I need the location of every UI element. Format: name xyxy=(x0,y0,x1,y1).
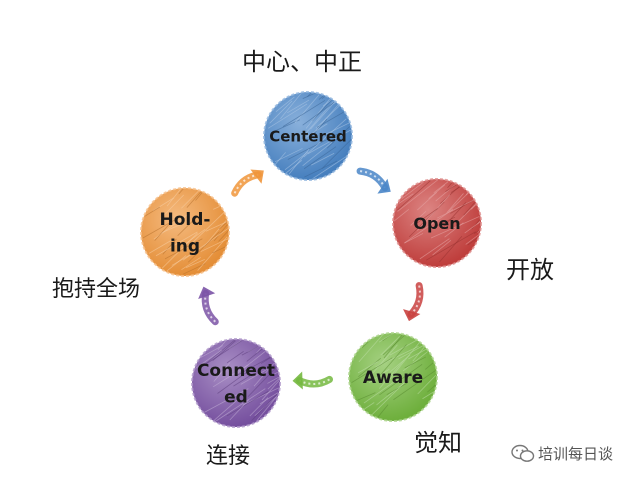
arrow-centered-to-open xyxy=(356,167,391,194)
arrow-aware-to-connected xyxy=(292,371,333,390)
node-holding-label: ing xyxy=(170,236,200,256)
node-connected-label: ed xyxy=(224,387,248,407)
node-open-circle xyxy=(393,179,481,267)
wechat-icon xyxy=(511,444,535,462)
node-centered-label: Centered xyxy=(269,127,347,145)
caption-centered: 中心、中正 xyxy=(242,48,362,76)
node-connected-label: Connect xyxy=(197,361,275,381)
caption-open: 开放 xyxy=(506,256,554,284)
node-open-label: Open xyxy=(413,214,460,233)
watermark: 培训每日谈 xyxy=(511,444,613,463)
caption-holding: 抱持全场 xyxy=(52,277,140,302)
node-holding-label: Hold- xyxy=(160,210,211,230)
caption-aware: 觉知 xyxy=(414,429,462,457)
node-centered: Centered xyxy=(263,91,353,181)
node-connected: Connect ed xyxy=(191,338,281,428)
node-aware-label: Aware xyxy=(363,368,423,388)
arrow-open-to-aware xyxy=(403,282,424,322)
arrow-holding-to-centered xyxy=(231,169,264,197)
node-aware: Aware xyxy=(348,332,438,422)
arrow-connected-to-holding xyxy=(198,286,219,326)
caption-connected: 连接 xyxy=(206,444,250,469)
node-holding-texture xyxy=(142,189,228,275)
node-open: Open xyxy=(392,178,482,268)
node-connected-circle xyxy=(192,339,280,427)
node-holding: Hold-ing xyxy=(140,187,230,277)
arrows-layer xyxy=(198,167,424,390)
watermark-text: 培训每日谈 xyxy=(538,445,613,463)
